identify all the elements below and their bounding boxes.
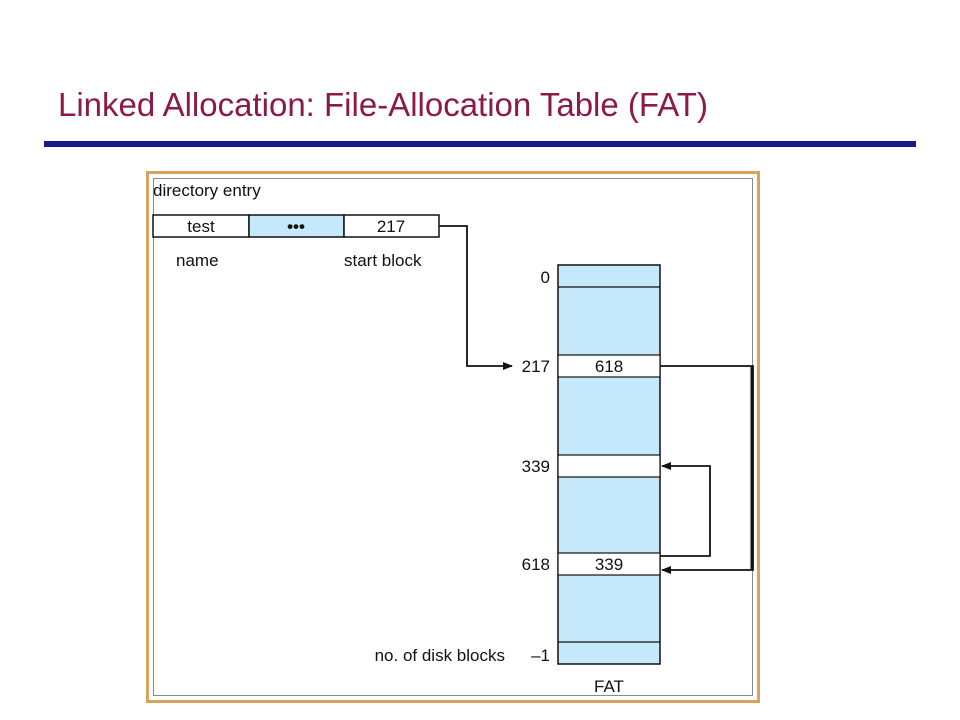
slide-title: Linked Allocation: File-Allocation Table… xyxy=(58,86,708,123)
start-block-arrow xyxy=(439,225,513,370)
fat-index-618: 618 xyxy=(522,555,550,574)
fat-value-217: 618 xyxy=(595,357,623,376)
name-label: name xyxy=(176,251,219,270)
disk-blocks-label: no. of disk blocks xyxy=(375,646,505,665)
start-block-label: start block xyxy=(344,251,422,270)
fat-row-618 xyxy=(557,552,661,576)
dir-ellipsis: ••• xyxy=(287,217,305,236)
link-217-to-618-arrow xyxy=(660,365,754,574)
link-618-to-339-arrow xyxy=(660,462,711,557)
title-rule xyxy=(44,141,916,147)
fat-row-339 xyxy=(557,454,661,478)
fat-caption: FAT xyxy=(594,677,624,696)
dir-start-value: 217 xyxy=(377,217,405,236)
fat-index-0: 0 xyxy=(541,268,550,287)
dir-name-value: test xyxy=(187,217,215,236)
fat-index-339: 339 xyxy=(522,457,550,476)
fat-index-last: –1 xyxy=(531,646,550,665)
fat-value-618: 339 xyxy=(595,555,623,574)
fat-index-217: 217 xyxy=(522,357,550,376)
directory-entry-label: directory entry xyxy=(153,181,261,200)
